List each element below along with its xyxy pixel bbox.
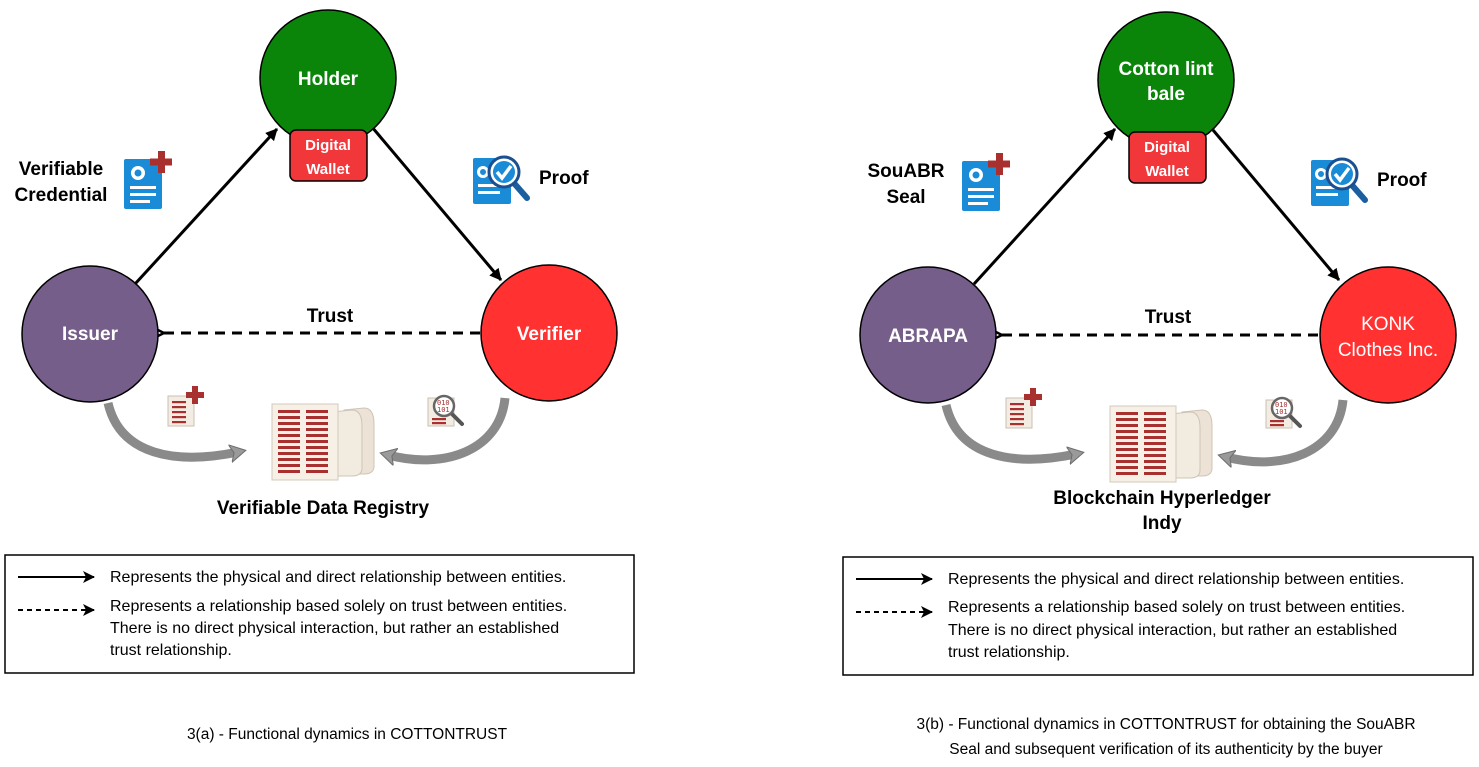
legend-solid-text: Represents the physical and direct relat… (110, 569, 566, 586)
ledger-search-icon (1264, 396, 1302, 430)
legend-dashed-text-line1: Represents a relationship based solely o… (110, 598, 567, 615)
wallet-b-label-line2: Wallet (1145, 163, 1189, 180)
ledger-scroll-icon (1109, 405, 1213, 483)
seal-label-line2: Seal (886, 187, 925, 208)
registry-label: Verifiable Data Registry (217, 498, 430, 519)
wallet-b-label-line1: Digital (1144, 139, 1190, 156)
konk-registry-curve (1226, 399, 1348, 462)
legend-dashed-b-line2: There is no direct physical interaction,… (948, 622, 1397, 639)
legend-solid-text-b: Represents the physical and direct relat… (948, 571, 1404, 588)
legend-dashed-b-line1: Represents a relationship based solely o… (948, 599, 1405, 616)
proof-label: Proof (539, 168, 589, 189)
konk-label-line1: KONK (1361, 314, 1415, 335)
konk-node (1319, 266, 1457, 404)
ledger-document-icon (1005, 387, 1043, 429)
panel-a: Holder Digital Wallet Issuer Verifier Ve… (4, 9, 635, 743)
digital-wallet-badge-b (1128, 131, 1207, 184)
wallet-label-line2: Wallet (306, 161, 350, 178)
ledger-scroll-icon (271, 403, 375, 481)
certificate-add-icon (962, 153, 1010, 211)
issuer-to-holder-arrow (133, 127, 279, 286)
ledger-document-icon (167, 385, 205, 427)
certificate-check-icon (1311, 159, 1365, 206)
panel-b: Cotton lint bale Digital Wallet ABRAPA K… (842, 11, 1474, 758)
issuer-registry-curve (103, 401, 238, 457)
trust-label-b: Trust (1145, 307, 1192, 328)
abrapa-label: ABRAPA (888, 326, 968, 347)
proof-label-b: Proof (1377, 170, 1427, 191)
bale-to-konk-arrow (1211, 129, 1341, 281)
verifier-node (480, 264, 618, 402)
issuer-node (21, 265, 159, 403)
verifier-label: Verifier (517, 324, 582, 345)
cotton-bale-node (1097, 11, 1235, 149)
certificate-add-icon (124, 151, 172, 209)
ledger-search-icon (426, 394, 464, 428)
certificate-check-icon (473, 157, 527, 204)
konk-label-line2: Clothes Inc. (1338, 340, 1438, 361)
abrapa-node (859, 266, 997, 404)
caption-b-line2: Seal and subsequent verification of its … (949, 741, 1382, 758)
registry-b-label-line1: Blockchain Hyperledger (1053, 488, 1271, 509)
digital-wallet-badge (289, 129, 368, 182)
legend-box (4, 554, 635, 674)
holder-label: Holder (298, 69, 359, 90)
seal-label-line1: SouABR (867, 161, 944, 182)
cotton-bale-label-line2: bale (1147, 84, 1185, 105)
wallet-label-line1: Digital (305, 137, 351, 154)
legend-box-b (842, 556, 1474, 676)
cotton-bale-label-line1: Cotton lint (1119, 59, 1215, 80)
abrapa-registry-curve (941, 403, 1076, 459)
legend-dashed-b-line3: trust relationship. (948, 644, 1070, 661)
verifier-registry-curve (388, 397, 510, 460)
issuer-label: Issuer (62, 324, 119, 345)
registry-b-label-line2: Indy (1142, 513, 1181, 534)
trust-label: Trust (307, 306, 354, 327)
legend-dashed-text-line3: trust relationship. (110, 642, 232, 659)
credential-label-line1: Verifiable (19, 159, 104, 180)
abrapa-to-bale-arrow (972, 127, 1117, 286)
caption-a: 3(a) - Functional dynamics in COTTONTRUS… (187, 726, 508, 743)
legend-dashed-text-line2: There is no direct physical interaction,… (110, 620, 559, 637)
holder-to-verifier-arrow (370, 126, 503, 281)
caption-b-line1: 3(b) - Functional dynamics in COTTONTRUS… (916, 716, 1415, 733)
credential-label-line2: Credential (15, 185, 108, 206)
